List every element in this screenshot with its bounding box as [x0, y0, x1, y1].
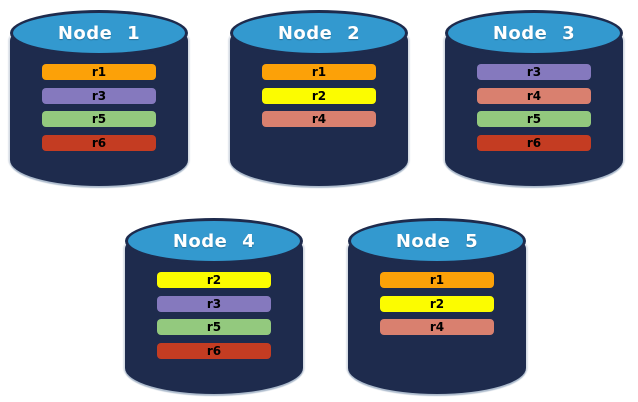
replica-bar-r3: r3 [42, 88, 156, 104]
node-title: Node 1 [57, 22, 141, 44]
database-node-4: Node 4 r2 r3 r5 r6 [125, 216, 303, 394]
cylinder-top-ellipse: Node 1 [10, 10, 188, 56]
replica-bar-r5: r5 [157, 319, 271, 335]
replica-bar-r2: r2 [157, 272, 271, 288]
database-node-3: Node 3 r3 r4 r5 r6 [445, 8, 623, 186]
node-title: Node 2 [277, 22, 361, 44]
replica-bar-r1: r1 [42, 64, 156, 80]
replica-bar-r2: r2 [262, 88, 376, 104]
replica-bar-r2: r2 [380, 296, 494, 312]
cylinder-body [10, 33, 188, 186]
database-node-2: Node 2 r1 r2 r4 [230, 8, 408, 186]
cylinder-top-ellipse: Node 3 [445, 10, 623, 56]
database-node-1: Node 1 r1 r3 r5 r6 [10, 8, 188, 186]
replica-bar-r3: r3 [157, 296, 271, 312]
replica-bar-r1: r1 [262, 64, 376, 80]
replica-bar-r4: r4 [477, 88, 591, 104]
node-title: Node 5 [395, 230, 479, 252]
cylinder-top-ellipse: Node 4 [125, 218, 303, 264]
replica-bar-r4: r4 [262, 111, 376, 127]
node-title: Node 3 [492, 22, 576, 44]
node-title: Node 4 [172, 230, 256, 252]
replica-bar-r6: r6 [157, 343, 271, 359]
cylinder-body [125, 241, 303, 394]
replica-bar-r6: r6 [477, 135, 591, 151]
cylinder-body [348, 241, 526, 394]
cylinder-body [445, 33, 623, 186]
replica-bar-r6: r6 [42, 135, 156, 151]
replica-bar-r5: r5 [477, 111, 591, 127]
cylinder-top-ellipse: Node 2 [230, 10, 408, 56]
cylinder-top-ellipse: Node 5 [348, 218, 526, 264]
replica-bar-r1: r1 [380, 272, 494, 288]
replica-bar-r5: r5 [42, 111, 156, 127]
cylinder-body [230, 33, 408, 186]
database-node-5: Node 5 r1 r2 r4 [348, 216, 526, 394]
replica-bar-r4: r4 [380, 319, 494, 335]
replica-bar-r3: r3 [477, 64, 591, 80]
